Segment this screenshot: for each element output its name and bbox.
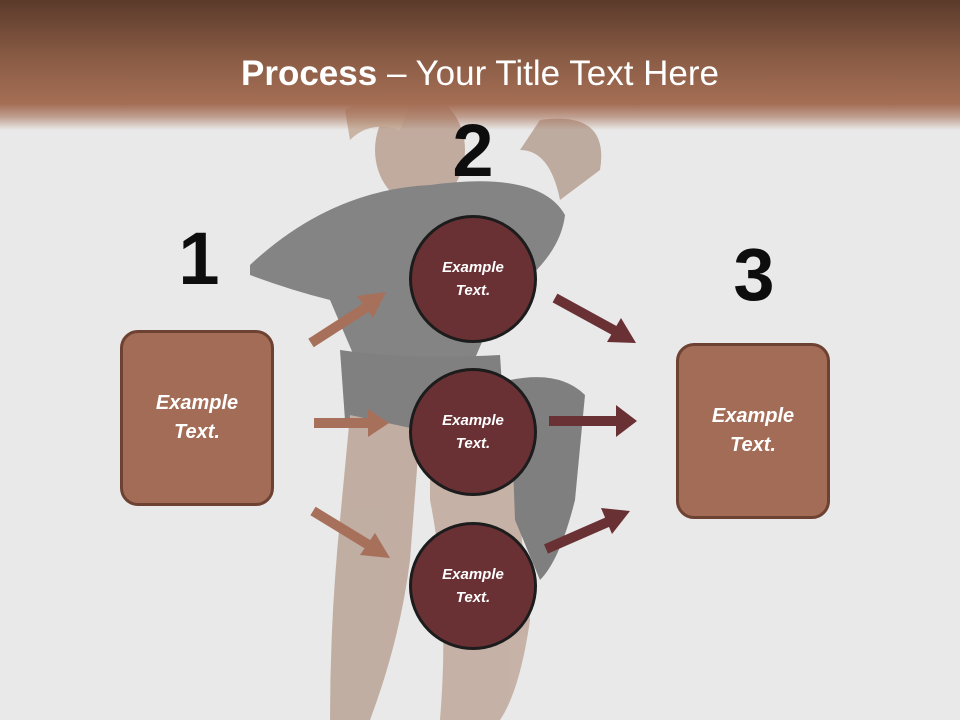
arrow-bottom-to-right [543,508,630,554]
arrow-left-to-bottom [310,506,390,558]
photo-leg-left [330,415,420,720]
title-rest: – Your Title Text Here [377,54,719,93]
left-step-box-label: Example Text. [155,392,239,443]
right-step-box-label: Example Text. [711,405,795,456]
title-strong: Process [241,54,378,93]
photo-arm [520,118,602,200]
process-circle-middle-label: Example Text. [442,412,504,452]
step-number-1: 1 [178,217,220,300]
right-step-box: Example Text. [676,343,830,519]
process-circle-top-label: Example Text. [442,259,504,299]
process-circle-bottom: Example Text. [409,522,537,650]
slide-title: Process – Your Title Text Here [0,52,960,96]
process-circle-middle: Example Text. [409,368,537,496]
process-circle-bottom-label: Example Text. [442,566,504,606]
arrow-middle-to-right [549,405,637,437]
step-number-2: 2 [452,109,494,192]
step-number-3: 3 [733,233,775,316]
arrow-left-to-top [308,292,386,348]
title-bar [0,0,960,130]
left-step-box: Example Text. [120,330,274,506]
arrow-left-to-middle [314,409,389,437]
process-circle-top: Example Text. [409,215,537,343]
arrow-top-to-right [552,293,636,343]
